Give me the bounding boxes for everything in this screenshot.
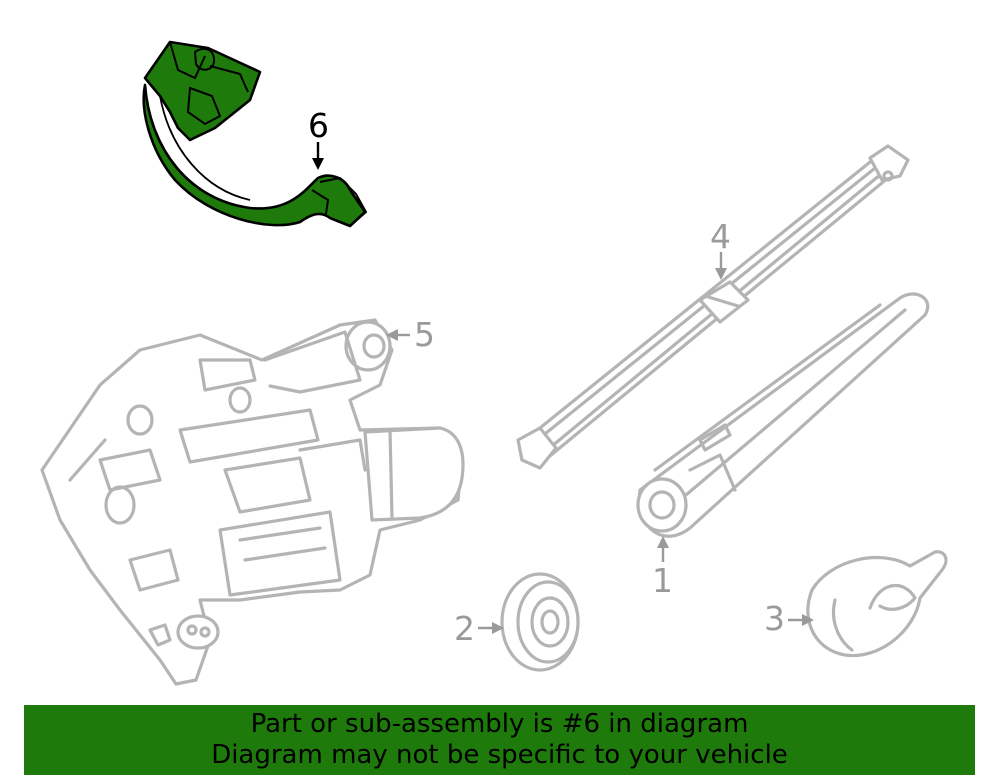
callout-3: 3 [764,599,814,638]
svg-text:1: 1 [652,561,673,600]
callout-1: 1 [652,536,673,600]
callout-4: 4 [710,217,731,280]
callout-6: 6 [308,106,329,170]
part-4-wiper-rod[interactable] [516,144,910,470]
banner-line-2: Diagram may not be specific to your vehi… [211,740,788,770]
part-6-wiring-harness[interactable] [142,40,368,228]
part-1-wiper-arm[interactable] [636,292,930,538]
banner-line-1: Part or sub-assembly is #6 in diagram [250,709,749,739]
svg-text:2: 2 [454,609,475,648]
part-3-cap[interactable] [806,550,948,658]
callout-5: 5 [386,315,435,354]
part-2-grommet[interactable] [500,572,580,672]
svg-text:4: 4 [710,217,731,256]
callout-2: 2 [454,609,504,648]
notice-banner: Part or sub-assembly is #6 in diagram Di… [24,705,975,775]
svg-text:5: 5 [414,315,435,354]
svg-text:6: 6 [308,106,329,145]
svg-text:3: 3 [764,599,785,638]
part-5-wiper-motor[interactable] [40,318,465,686]
